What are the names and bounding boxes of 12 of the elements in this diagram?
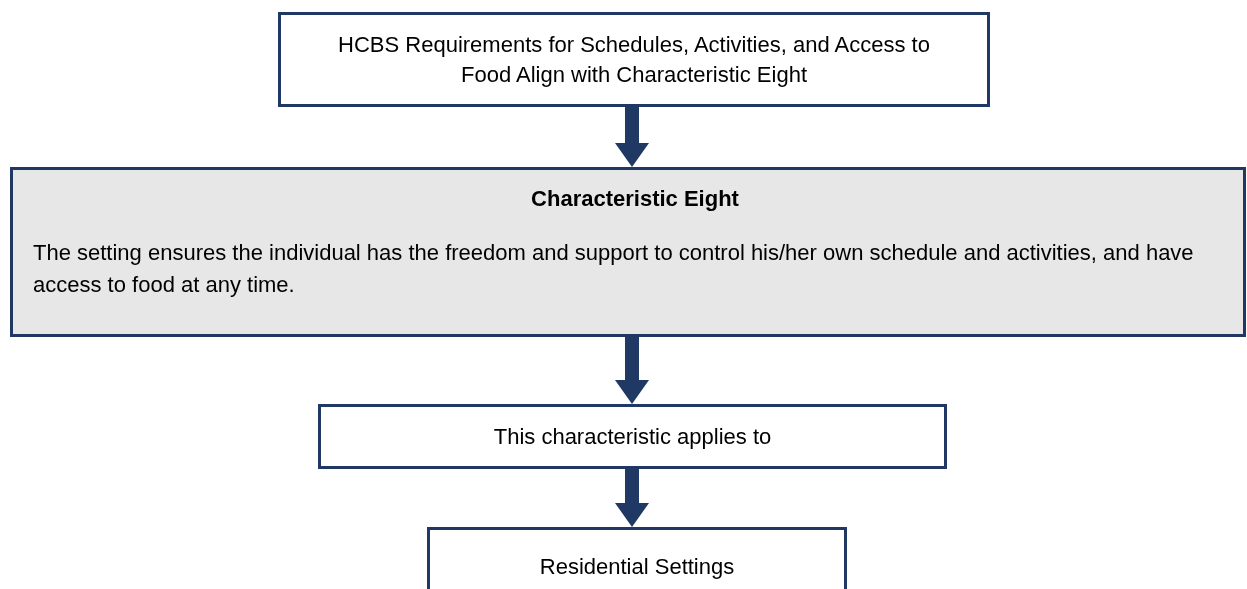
box-label: HCBS Requirements for Schedules, Activities, and Access to Food Align with Characteristic Eight [337,31,931,89]
process-box [427,527,847,589]
definition-box [10,167,1246,337]
arrow [615,107,649,167]
process-box [318,404,947,469]
arrow [615,469,649,527]
box-label: This characteristic applies to [493,422,772,451]
box-heading: Characteristic Eight [530,185,740,213]
arrow [615,337,649,404]
box-label: Residential Settings [539,553,735,582]
box-text: The setting ensures the individual has the freedom and support to control his/her own schedule and activities, and have access to food at any time. [33,239,1195,300]
process-box [278,12,990,107]
